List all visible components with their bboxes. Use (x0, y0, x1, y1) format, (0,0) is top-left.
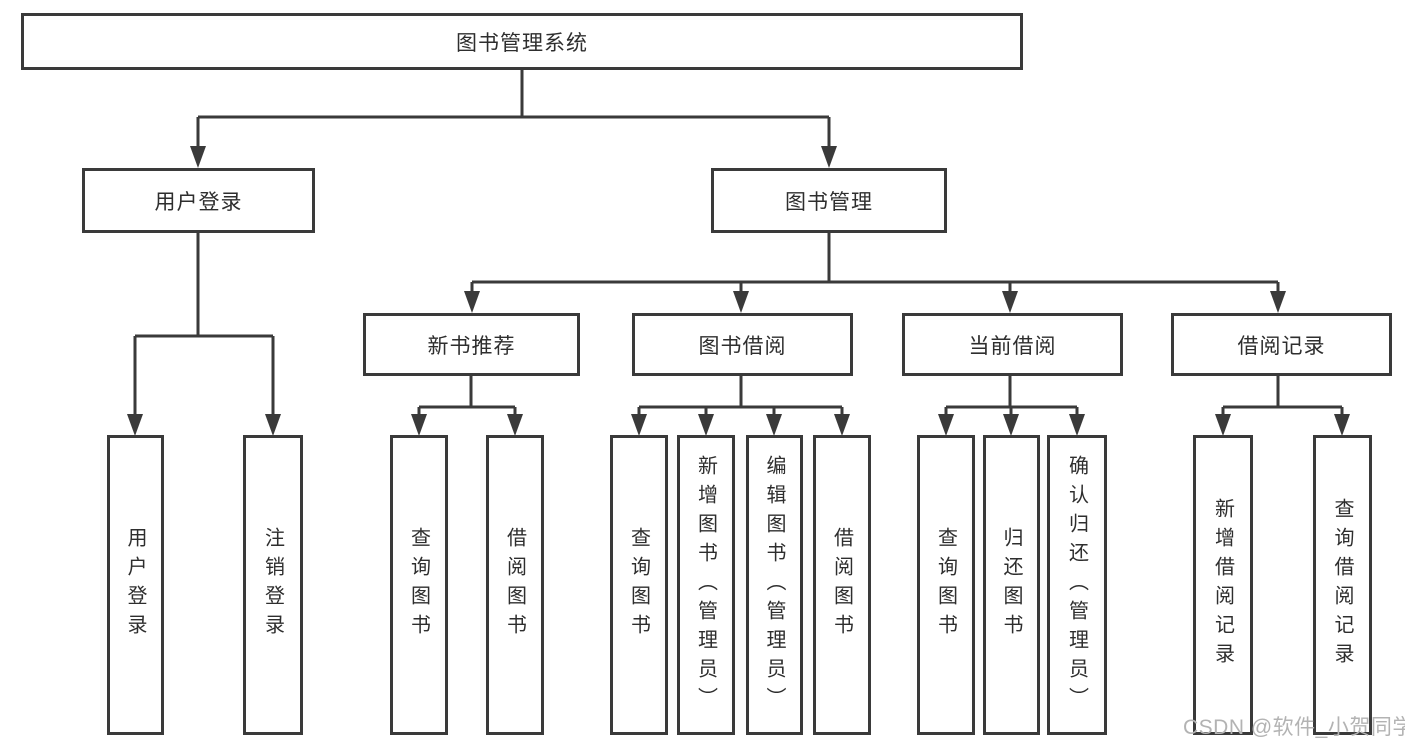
connector-records-to-leaves (1221, 376, 1344, 418)
arrowhead-leaf-logout (265, 414, 281, 436)
leaf-return-books: 归还图书 (983, 435, 1040, 735)
leaf-add-books-admin-label: 新增图书（管理员） (694, 454, 717, 716)
leaf-query-books-recommend: 查询图书 (390, 435, 448, 735)
connector-recommend-to-leaves (417, 376, 517, 418)
leaf-edit-books-admin-label: 编辑图书（管理员） (763, 454, 785, 716)
leaf-borrow-books: 借阅图书 (813, 435, 871, 735)
leaf-query-books-recommend-label: 查询图书 (407, 527, 430, 643)
connector-current-to-leaves (944, 376, 1079, 418)
leaf-edit-books-admin: 编辑图书（管理员） (746, 435, 803, 735)
connector-borrow-to-leaves (637, 376, 844, 418)
leaf-query-books-current-label: 查询图书 (934, 527, 957, 643)
arrowhead-leaf-query-books-current (938, 414, 954, 436)
current-borrow-label: 当前借阅 (968, 334, 1057, 358)
arrowhead-user-login (190, 146, 206, 168)
arrowhead-leaf-edit-books (766, 414, 782, 436)
arrowhead-leaf-borrow-books (834, 414, 850, 436)
leaf-borrow-books-recommend: 借阅图书 (486, 435, 544, 735)
borrow-records-box: 借阅记录 (1171, 313, 1392, 376)
arrowhead-leaf-confirm-return (1069, 414, 1085, 436)
arrowhead-leaf-query-books-rec (411, 414, 427, 436)
user-login-box: 用户登录 (82, 168, 315, 233)
leaf-return-books-label: 归还图书 (1000, 527, 1022, 643)
system-root-label: 图书管理系统 (456, 31, 588, 55)
leaf-query-books-borrow: 查询图书 (610, 435, 668, 735)
arrowhead-leaf-query-books-borrow (631, 414, 647, 436)
book-borrow-box: 图书借阅 (632, 313, 853, 376)
leaf-add-books-admin: 新增图书（管理员） (677, 435, 735, 735)
connector-root-to-level2 (196, 70, 831, 150)
arrowhead-leaf-return-books (1003, 414, 1019, 436)
arrowhead-leaf-user-login (127, 414, 143, 436)
arrowhead-borrow-records (1270, 291, 1286, 313)
leaf-query-borrow-record-label: 查询借阅记录 (1331, 498, 1353, 672)
leaf-user-login-label: 用户登录 (124, 527, 146, 643)
system-root-box: 图书管理系统 (21, 13, 1023, 70)
arrowhead-new-book-recommend (464, 291, 480, 313)
new-book-recommend-label: 新书推荐 (427, 334, 516, 358)
leaf-query-books-borrow-label: 查询图书 (627, 527, 650, 643)
new-book-recommend-box: 新书推荐 (363, 313, 580, 376)
connector-login-to-leaves (133, 233, 275, 418)
leaf-add-borrow-record-label: 新增借阅记录 (1211, 498, 1234, 672)
arrowhead-leaf-query-record (1334, 414, 1350, 436)
borrow-records-label: 借阅记录 (1237, 334, 1326, 358)
current-borrow-box: 当前借阅 (902, 313, 1123, 376)
leaf-confirm-return-admin-label: 确认归还（管理员） (1065, 454, 1088, 716)
leaf-query-books-current: 查询图书 (917, 435, 975, 735)
arrowhead-book-borrow (733, 291, 749, 313)
leaf-borrow-books-recommend-label: 借阅图书 (503, 527, 526, 643)
book-management-label: 图书管理 (785, 190, 873, 214)
arrowhead-leaf-borrow-books-rec (507, 414, 523, 436)
leaf-confirm-return-admin: 确认归还（管理员） (1047, 435, 1107, 735)
leaf-user-login: 用户登录 (107, 435, 164, 735)
leaf-logout: 注销登录 (243, 435, 303, 735)
arrowhead-leaf-add-record (1215, 414, 1231, 436)
arrowhead-current-borrow (1002, 291, 1018, 313)
arrowhead-leaf-add-books (698, 414, 714, 436)
user-login-label: 用户登录 (154, 190, 243, 214)
arrowhead-book-management (821, 146, 837, 168)
leaf-borrow-books-label: 借阅图书 (830, 527, 853, 643)
leaf-query-borrow-record: 查询借阅记录 (1313, 435, 1372, 735)
leaf-logout-label: 注销登录 (261, 527, 284, 643)
connector-mgmt-to-level3 (470, 233, 1280, 295)
book-management-box: 图书管理 (711, 168, 947, 233)
book-borrow-label: 图书借阅 (698, 334, 787, 358)
watermark: CSDN @软件_小贺同学 (1183, 716, 1405, 739)
leaf-add-borrow-record: 新增借阅记录 (1193, 435, 1253, 735)
